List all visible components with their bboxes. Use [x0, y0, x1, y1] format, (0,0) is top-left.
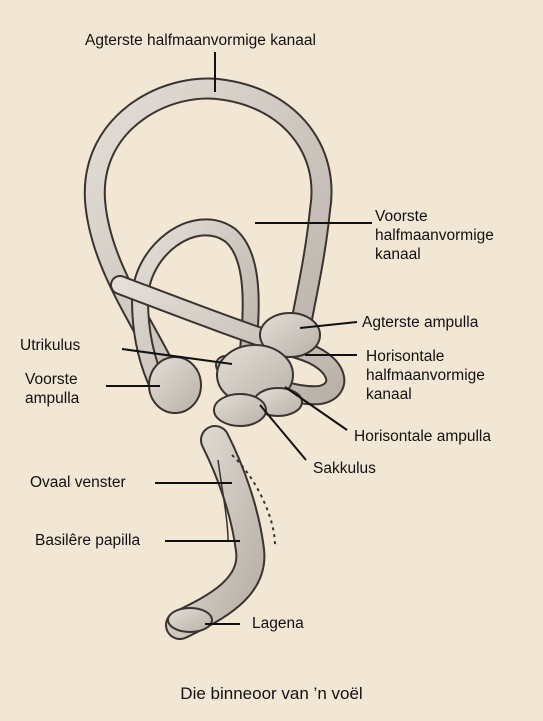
label-anterior-canal-line-3: kanaal [375, 246, 421, 263]
anterior-canal [130, 218, 260, 399]
label-oval-window: Ovaal venster [30, 474, 126, 491]
label-horizontal-canal-line-2: halfmaanvormige [366, 367, 485, 384]
label-anterior-ampulla-line-1: Voorste [25, 371, 78, 388]
posterior-ampulla [259, 312, 321, 358]
label-posterior-canal: Agterste halfmaanvormige kanaal [85, 32, 316, 49]
lagena [167, 607, 213, 633]
label-lagena: Lagena [252, 615, 304, 632]
figure-caption: Die binneoor van ’n voël [180, 684, 363, 703]
label-posterior-ampulla: Agterste ampulla [362, 314, 479, 331]
label-horizontal-ampulla: Horisontale ampulla [354, 428, 491, 445]
label-sacculus: Sakkulus [313, 460, 376, 477]
label-basilar-papilla: Basilêre papilla [35, 532, 141, 549]
label-anterior-ampulla-line-2: ampulla [25, 390, 80, 407]
label-anterior-canal: Voorste halfmaanvormige kanaal [375, 207, 494, 264]
label-anterior-canal-line-2: halfmaanvormige [375, 227, 494, 244]
sacculus [213, 393, 267, 427]
label-horizontal-canal-line-1: Horisontale [366, 348, 445, 365]
label-horizontal-canal-line-3: kanaal [366, 386, 412, 403]
cochlear-duct [165, 425, 276, 640]
label-utriculus: Utrikulus [20, 337, 81, 354]
posterior-canal [83, 77, 333, 401]
label-anterior-ampulla: Voorste ampulla [25, 370, 79, 408]
label-horizontal-canal: Horisontale halfmaanvormige kanaal [366, 347, 485, 404]
label-anterior-canal-line-1: Voorste [375, 208, 428, 225]
leader-lines [106, 52, 372, 625]
